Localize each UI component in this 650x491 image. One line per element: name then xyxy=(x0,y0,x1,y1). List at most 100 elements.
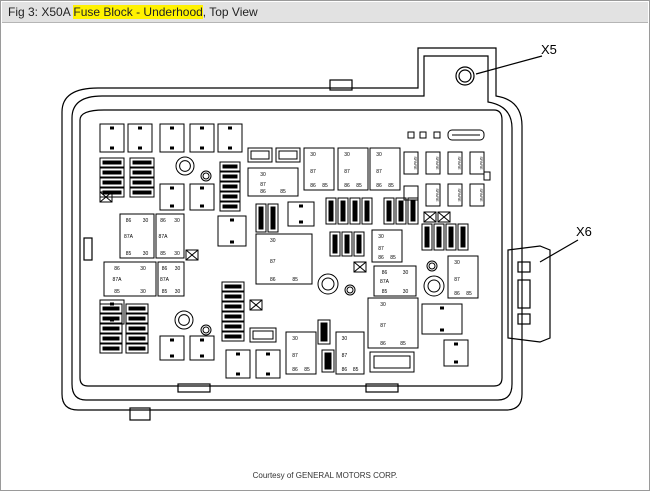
relay-terminal-85: 85 xyxy=(400,341,406,347)
stud-inner xyxy=(202,172,210,180)
relay-body xyxy=(371,229,403,263)
relay-terminal-85: 85 xyxy=(353,367,359,373)
housing-inner-wall xyxy=(71,55,513,401)
blade-fuse-top-center xyxy=(247,147,273,163)
relay-body xyxy=(157,261,185,297)
relay-terminal-30: 30 xyxy=(310,152,316,158)
relay-terminal-86: 86 xyxy=(378,255,384,261)
blade-fuse-element xyxy=(224,284,242,289)
housing-outer xyxy=(61,47,523,411)
blade-fuse-body xyxy=(125,313,149,324)
spare-fuse-bottom: SPARE xyxy=(447,183,463,207)
fuse-contact xyxy=(454,342,458,346)
relay-terminal-86: 86 xyxy=(342,367,348,373)
fuse-lower-left-top xyxy=(99,299,125,325)
blade-fuse-body xyxy=(321,349,335,373)
spare-fuse-bottom: SPARE xyxy=(425,183,441,207)
blade-fuse-column xyxy=(219,181,241,192)
blade-fuse-element xyxy=(448,226,454,248)
fuse-contact xyxy=(200,354,204,358)
blade-fuse-right xyxy=(445,223,457,251)
stud-outer xyxy=(423,275,445,297)
blade-fuse-element xyxy=(132,180,152,185)
fuse-contact xyxy=(236,372,240,376)
stud-outer xyxy=(200,170,212,182)
fuse-body xyxy=(443,339,469,367)
blade-fuse-body xyxy=(221,281,245,292)
blade-fuse-body xyxy=(99,343,123,354)
relay-terminal-30: 30 xyxy=(175,266,181,272)
blade-fuse-mid xyxy=(353,231,365,257)
blade-fuse-body xyxy=(337,197,349,225)
blade-fuse-body xyxy=(221,321,245,332)
callout-x5: X5 xyxy=(541,42,557,57)
relay-terminal-30: 30 xyxy=(260,172,266,178)
spare-fuse-body xyxy=(469,183,485,207)
blade-fuse-body xyxy=(329,231,341,257)
blade-fuse-column xyxy=(219,161,241,172)
relay-terminal-30: 30 xyxy=(378,234,384,240)
blade-fuse-element xyxy=(132,160,152,165)
blade-fuse-body xyxy=(99,177,125,188)
blade-fuse-body xyxy=(341,231,353,257)
stud-outer xyxy=(200,324,212,336)
relay-terminal-87: 87 xyxy=(310,169,316,175)
fuse-contact xyxy=(299,220,303,224)
blade-fuse-body xyxy=(353,231,365,257)
credit-text: Courtesy of GENERAL MOTORS CORP. xyxy=(252,471,398,480)
fuse-contact xyxy=(170,126,174,130)
fuse-contact xyxy=(228,126,232,130)
relay-terminal-30b: 30 xyxy=(143,251,149,257)
blade-fuse-body xyxy=(255,203,267,233)
blade-fuse-left xyxy=(129,187,155,198)
blade-fuse-body xyxy=(267,203,279,233)
blade-fuse-lower-column xyxy=(221,301,245,312)
blade-fuse-center-right xyxy=(325,197,337,225)
x6-connector-body xyxy=(507,245,551,343)
fuse-bottom-wide xyxy=(369,351,415,373)
bottom-tab xyxy=(129,407,151,421)
fuse-body xyxy=(287,201,315,227)
top-latch xyxy=(329,79,353,91)
fuse-contact xyxy=(266,372,270,376)
fuse-body xyxy=(217,123,243,153)
stud-upper-left xyxy=(175,156,195,176)
relay-terminal-85: 85 xyxy=(322,183,328,189)
x6-pin-3 xyxy=(517,313,531,325)
blade-fuse-element xyxy=(128,346,146,351)
blade-fuse-body xyxy=(125,323,149,334)
blade-fuse-body xyxy=(325,197,337,225)
fuse-contact xyxy=(299,204,303,208)
fuse-contact xyxy=(170,146,174,150)
relay-body xyxy=(155,213,185,259)
blade-fuse-body xyxy=(383,197,395,225)
relay-body xyxy=(373,265,417,297)
blade-fuse-element xyxy=(102,336,120,341)
blade-fuse-element xyxy=(324,352,332,370)
blade-fuse-body xyxy=(407,197,419,225)
fuse-contact xyxy=(170,354,174,358)
blade-fuse-element xyxy=(102,170,122,175)
blade-fuse-element xyxy=(102,160,122,165)
blade-fuse-element xyxy=(460,226,466,248)
title-highlight-underhood: Underhood xyxy=(143,5,203,19)
fuse-contact xyxy=(230,240,234,244)
fuse-top-row xyxy=(127,123,153,153)
spare-fuse-label: SPARE xyxy=(435,156,440,170)
blade-fuse-element xyxy=(386,200,392,222)
title-suffix: , Top View xyxy=(202,5,258,19)
blade-fuse-body xyxy=(129,157,155,168)
diode-line xyxy=(437,211,451,223)
blade-fuse-lower-column xyxy=(221,331,245,342)
stud-outer xyxy=(426,260,438,272)
blade-fuse-body xyxy=(317,319,331,345)
relay-body xyxy=(103,261,157,297)
blade-fuse-center-right xyxy=(395,197,407,225)
